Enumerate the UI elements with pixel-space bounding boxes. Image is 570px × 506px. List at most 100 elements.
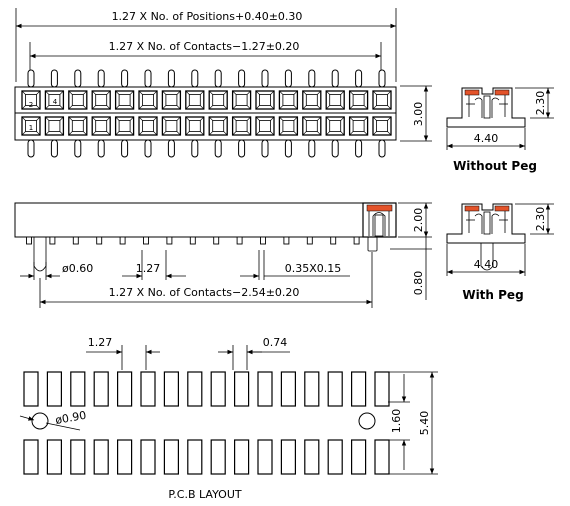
contact-cell-inner — [188, 94, 201, 106]
cell-bevel — [45, 131, 50, 136]
pcb-pitch-label: 1.27 — [88, 336, 113, 349]
cell-bevel — [349, 116, 354, 121]
pcb-layout-title: P.C.B LAYOUT — [168, 488, 242, 501]
bottom-pin — [308, 139, 316, 158]
contact-cell-outer — [231, 116, 252, 136]
contact-cell-inner — [165, 120, 178, 132]
cell-bevel — [293, 116, 298, 121]
pcb-pad — [93, 371, 109, 407]
bottom-pin — [355, 139, 363, 158]
cell-bevel — [223, 90, 228, 95]
pcb-pad — [327, 371, 343, 407]
cell-bevel — [270, 116, 275, 121]
cell-bevel — [232, 116, 237, 121]
pcb-pad — [374, 371, 390, 407]
bottom-pin — [284, 139, 292, 158]
contact-cell-inner — [48, 120, 61, 132]
cell-bevel — [200, 131, 205, 136]
cell-bevel — [372, 116, 377, 121]
cell-bevel — [293, 105, 298, 110]
pcb-pad — [257, 439, 273, 475]
contact-cell-inner — [259, 120, 271, 132]
top-pin — [144, 69, 152, 88]
contact-cell-outer — [208, 90, 228, 110]
pcb-pad — [280, 371, 296, 407]
side-pin — [213, 236, 220, 245]
contact-cell-outer — [161, 116, 182, 136]
top-pin — [50, 69, 58, 88]
pcb-row-gap-label: 1.60 — [390, 409, 403, 434]
cell-bevel — [153, 131, 158, 136]
contact-cell-outer — [21, 116, 41, 136]
cell-bevel — [363, 105, 368, 110]
cell-bevel — [138, 90, 143, 95]
bottom-pin — [121, 139, 129, 158]
cell-bevel — [270, 90, 275, 95]
cell-bevel — [200, 90, 205, 95]
pcb-pads — [23, 371, 390, 475]
contact-cell-outer — [91, 116, 111, 136]
cell-bevel — [162, 131, 167, 136]
cell-bevel — [153, 90, 158, 95]
cell-bevel — [21, 105, 26, 110]
cell-bevel — [208, 131, 213, 136]
contact-cell-outer — [91, 90, 111, 110]
top-view: 1.27 X No. of Positions+0.40±0.30 1.27 X… — [14, 8, 432, 158]
pcb-total-label: 5.40 — [418, 411, 431, 436]
contact-cell-inner — [235, 120, 248, 132]
contact-cell-inner — [165, 94, 178, 106]
cell-bevel — [340, 116, 345, 121]
contact-cell-outer — [302, 90, 322, 110]
contact-cell-inner — [95, 94, 108, 106]
top-pin — [284, 69, 292, 88]
cell-bevel — [387, 116, 392, 121]
contact-cell-outer — [372, 90, 392, 110]
cell-bevel — [325, 131, 330, 136]
top-pin — [238, 69, 246, 88]
contact-cell-outer — [348, 116, 369, 136]
pitch-side-label: 1.27 — [136, 262, 161, 275]
cell-bevel — [129, 105, 134, 110]
pcb-pad — [140, 371, 156, 407]
contact-cell-inner — [95, 120, 108, 132]
cell-bevel — [279, 105, 284, 110]
pcb-hole-label: ø0.90 — [54, 409, 87, 427]
side-pin — [353, 236, 360, 245]
cell-bevel — [255, 90, 260, 95]
contact-cell-inner — [212, 120, 225, 132]
cell-bevel — [340, 131, 345, 136]
cell-bevel — [363, 131, 368, 136]
cell-bevel — [372, 131, 377, 136]
side-pin — [283, 236, 290, 245]
pcb-hole-right — [358, 412, 376, 430]
top-pin — [331, 69, 339, 88]
contact-cell-inner — [71, 94, 84, 106]
cell-bevel — [363, 90, 368, 95]
cell-bevel — [36, 131, 41, 136]
top-pin — [378, 69, 386, 88]
side-pin — [49, 236, 56, 245]
cell-bevel — [138, 131, 143, 136]
cell-number-1: 1 — [29, 124, 33, 132]
cell-bevel — [363, 116, 368, 121]
cell-bevel — [153, 105, 158, 110]
side-body — [14, 202, 397, 238]
contact-cell-inner — [329, 120, 342, 132]
contact-cell-inner — [376, 94, 388, 106]
cell-bevel — [208, 116, 213, 121]
cell-bevel — [68, 105, 73, 110]
cell-bevel — [340, 105, 345, 110]
pcb-pad — [304, 439, 320, 475]
contact-cell-outer — [302, 116, 322, 136]
bottom-pin — [191, 139, 199, 158]
cell-number-4: 4 — [53, 98, 58, 106]
cell-bevel — [115, 131, 120, 136]
contact-cell-outer — [185, 90, 205, 110]
cell-bevel — [45, 116, 50, 121]
cell-bevel — [387, 90, 392, 95]
contact-cell-outer — [325, 116, 345, 136]
cell-bevel — [223, 105, 228, 110]
bottom-pin — [378, 139, 386, 158]
pcb-pad — [234, 371, 250, 407]
contacts-length-top-label: 1.27 X No. of Contacts−1.27±0.20 — [109, 40, 300, 53]
